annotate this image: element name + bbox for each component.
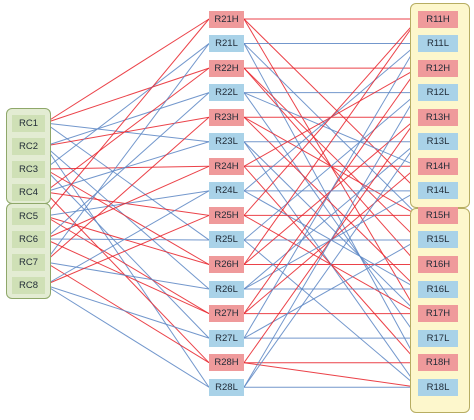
edge-rc-to-r2 bbox=[44, 122, 210, 143]
r1-node: R18H bbox=[418, 354, 458, 372]
edge-rc-to-r2 bbox=[44, 168, 210, 339]
edge-rc-to-r2 bbox=[44, 261, 210, 364]
r1-node: R16H bbox=[418, 256, 458, 273]
r1-node: R12H bbox=[418, 59, 458, 77]
edge-rc-to-r2 bbox=[44, 43, 210, 170]
edge-rc-to-r2 bbox=[44, 215, 210, 315]
edge-r2-to-r1 bbox=[243, 18, 419, 265]
r1-node: R17L bbox=[418, 329, 458, 347]
r2-node: R26L bbox=[209, 280, 244, 298]
r2-node: R23L bbox=[209, 133, 244, 151]
r2-node: R21L bbox=[209, 35, 244, 53]
edge-rc-to-r2 bbox=[44, 145, 210, 290]
edge-rc-to-r2 bbox=[44, 215, 210, 265]
r2-node: R21H bbox=[209, 10, 244, 28]
r2-node: R27H bbox=[209, 305, 244, 323]
r2-node: R25H bbox=[209, 206, 244, 224]
r1-node: R13L bbox=[418, 133, 458, 151]
edge-rc-to-r2 bbox=[44, 67, 210, 124]
edge-rc-to-r2 bbox=[44, 67, 210, 193]
rc-node: RC3 bbox=[12, 160, 45, 178]
r1-node: R18L bbox=[418, 378, 458, 396]
r1-node: R15H bbox=[418, 206, 458, 224]
r1-node: R11L bbox=[418, 35, 458, 53]
edge-rc-to-r2 bbox=[44, 168, 210, 265]
edge-rc-to-r2 bbox=[44, 284, 210, 339]
edge-rc-to-r2 bbox=[44, 191, 210, 364]
edge-r2-to-r1 bbox=[243, 18, 419, 216]
rc-node: RC1 bbox=[12, 114, 45, 132]
r2-node: R25L bbox=[209, 231, 244, 249]
r1-node: R14H bbox=[418, 157, 458, 175]
r2-node: R26H bbox=[209, 256, 244, 273]
edge-r2-to-r1 bbox=[243, 43, 419, 339]
edge-rc-to-r2 bbox=[44, 18, 210, 217]
edge-rc-to-r2 bbox=[44, 238, 210, 315]
edge-rc-to-r2 bbox=[44, 284, 210, 388]
r1-node: R12L bbox=[418, 84, 458, 102]
edge-rc-to-r2 bbox=[44, 214, 210, 286]
r2-node: R27L bbox=[209, 329, 244, 347]
r2-node: R22L bbox=[209, 84, 244, 102]
r2-node: R28H bbox=[209, 354, 244, 372]
rc-node: RC2 bbox=[12, 137, 45, 155]
edge-rc-to-r2 bbox=[44, 92, 210, 147]
edge-rc-to-r2 bbox=[44, 116, 210, 263]
edge-rc-to-r2 bbox=[44, 116, 210, 147]
rc-node: RC8 bbox=[12, 276, 45, 294]
r1-node: R13H bbox=[418, 108, 458, 126]
edge-r2-to-r1 bbox=[243, 67, 419, 241]
r2-node: R22H bbox=[209, 59, 244, 77]
rc-node: RC6 bbox=[12, 230, 45, 248]
edge-rc-to-r2 bbox=[44, 92, 210, 240]
edge-rc-to-r2 bbox=[44, 190, 210, 217]
r2-node: R23H bbox=[209, 108, 244, 126]
r1-node: R15L bbox=[418, 231, 458, 249]
rc-node: RC7 bbox=[12, 253, 45, 271]
edge-rc-to-r2 bbox=[44, 165, 210, 170]
edge-r2-to-r1 bbox=[243, 362, 419, 388]
edge-r2-to-r1 bbox=[243, 18, 419, 192]
rc-node: RC4 bbox=[12, 183, 45, 201]
r1-node: R16L bbox=[418, 280, 458, 298]
edge-rc-to-r2 bbox=[44, 18, 210, 124]
edge-rc-to-r2 bbox=[44, 238, 210, 241]
r1-node: R11H bbox=[418, 10, 458, 28]
edge-r2-to-r1 bbox=[243, 141, 419, 388]
edge-rc-to-r2 bbox=[44, 43, 210, 263]
r2-node: R24L bbox=[209, 182, 244, 200]
r2-node: R24H bbox=[209, 157, 244, 175]
edge-rc-to-r2 bbox=[44, 261, 210, 290]
edge-r2-to-r1 bbox=[243, 92, 419, 388]
edge-rc-to-r2 bbox=[44, 145, 210, 388]
r1-node: R17H bbox=[418, 305, 458, 323]
edge-rc-to-r2 bbox=[44, 122, 210, 241]
edge-r2-to-r1 bbox=[243, 92, 419, 241]
rc-node: RC5 bbox=[12, 207, 45, 225]
r1-group-top bbox=[410, 3, 470, 208]
edge-r2-to-r1 bbox=[243, 92, 419, 167]
edge-rc-to-r2 bbox=[44, 190, 210, 286]
edge-r2-to-r1 bbox=[243, 141, 419, 314]
edge-rc-to-r2 bbox=[44, 165, 210, 240]
r2-node: R28L bbox=[209, 378, 244, 396]
r1-node: R14L bbox=[418, 182, 458, 200]
edge-r2-to-r1 bbox=[243, 116, 419, 290]
edge-r2-to-r1 bbox=[243, 141, 419, 290]
